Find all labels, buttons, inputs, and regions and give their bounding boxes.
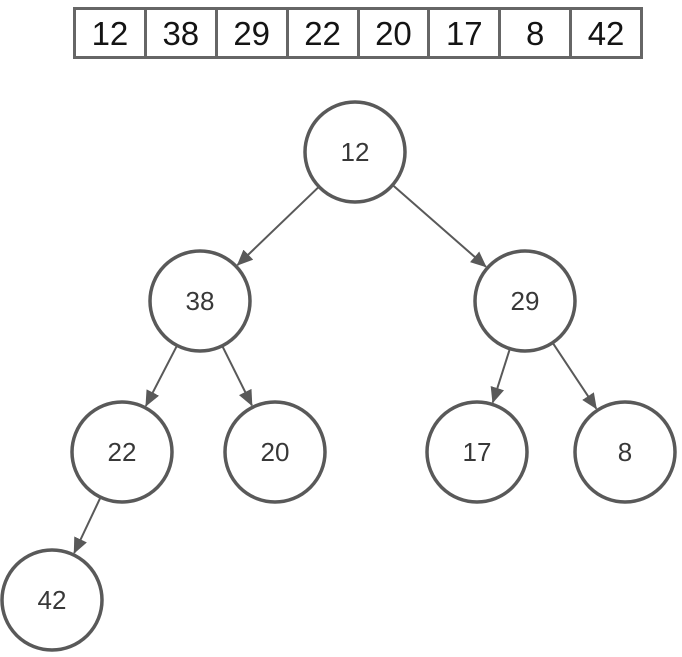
array-cell: 29 (214, 10, 286, 56)
tree-node-22: 22 (70, 400, 174, 504)
node-label: 8 (618, 437, 632, 467)
node-circle (303, 100, 407, 204)
tree-edge-n22-n42 (73, 496, 102, 554)
node-label: 12 (341, 137, 370, 167)
node-label: 17 (463, 437, 492, 467)
node-label: 42 (38, 585, 67, 615)
tree-node-38: 38 (148, 249, 252, 353)
tree-edge-n12-n29 (391, 184, 487, 268)
tree-node-17: 17 (425, 400, 529, 504)
tree-node-42: 42 (0, 548, 104, 652)
array-cell: 8 (498, 10, 569, 56)
tree-edge-n29-n8 (551, 342, 598, 410)
tree-node-8: 8 (573, 400, 677, 504)
tree-edge-n12-n38 (236, 185, 320, 266)
node-label: 22 (108, 437, 137, 467)
array-cell: 20 (356, 10, 428, 56)
tree-edge-n29-n17 (490, 348, 511, 404)
node-circle (425, 400, 529, 504)
node-label: 20 (261, 437, 290, 467)
array-cell: 17 (427, 10, 498, 56)
node-label: 29 (511, 286, 540, 316)
tree-node-29: 29 (473, 249, 577, 353)
tree-edge-n38-n22 (145, 344, 178, 407)
node-label: 38 (186, 286, 215, 316)
tree-node-12: 12 (303, 100, 407, 204)
array-cell: 38 (143, 10, 215, 56)
node-circle (573, 400, 677, 504)
tree-edge-n38-n20 (221, 345, 253, 407)
array-cell: 42 (569, 10, 640, 56)
array-cell: 12 (91, 14, 129, 52)
array-cell: 22 (285, 10, 357, 56)
node-circle (70, 400, 174, 504)
node-circle (473, 249, 577, 353)
node-circle (148, 249, 252, 353)
tree-node-20: 20 (223, 400, 327, 504)
node-circle (223, 400, 327, 504)
node-circle (0, 548, 104, 652)
